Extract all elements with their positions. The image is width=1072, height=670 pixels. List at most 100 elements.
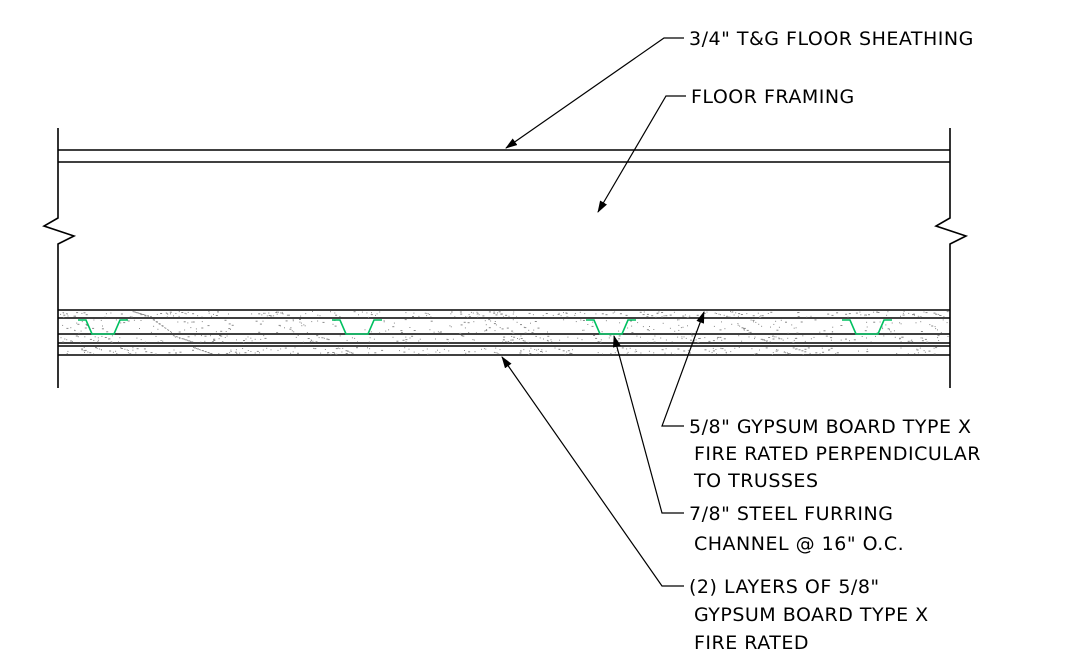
- stipple-dot: [158, 323, 161, 325]
- label-gypsum-double: (2) LAYERS OF 5/8" GYPSUM BOARD TYPE X F…: [689, 576, 928, 654]
- stipple-dot: [583, 329, 585, 331]
- stipple-dot: [230, 328, 231, 330]
- stipple-dot: [242, 348, 244, 349]
- stipple-dot: [649, 326, 650, 327]
- stipple-dot: [435, 351, 437, 353]
- label-line: CHANNEL @ 16" O.C.: [694, 533, 904, 555]
- stipple-dot: [405, 339, 408, 341]
- stipple-dot: [563, 319, 565, 321]
- stipple-dot: [656, 313, 658, 315]
- stipple-dot: [266, 347, 268, 349]
- stipple-dot: [891, 322, 893, 324]
- stipple-dot: [770, 311, 773, 313]
- stipple-dot: [778, 337, 780, 339]
- stipple-dot: [83, 350, 86, 352]
- stipple-dot: [911, 339, 913, 341]
- stipple-dot: [361, 311, 363, 313]
- stipple-dot: [916, 349, 919, 351]
- stipple-dot: [208, 311, 210, 312]
- stipple-dot: [327, 339, 330, 341]
- stipple-dot: [658, 311, 660, 313]
- stipple-dot: [536, 349, 538, 351]
- stipple-dot: [794, 337, 797, 339]
- stipple-dot: [477, 316, 479, 318]
- stipple-dot: [787, 337, 789, 339]
- stipple-dot: [626, 353, 628, 355]
- stipple-dot: [712, 350, 715, 352]
- stipple-dot: [276, 311, 278, 313]
- stipple-dot: [493, 351, 495, 353]
- stipple-dot: [439, 332, 441, 334]
- stipple-dot: [754, 338, 755, 340]
- stipple-dot: [687, 325, 688, 327]
- stipple-dot: [488, 311, 491, 313]
- stipple-dot: [713, 325, 715, 327]
- stipple-dot: [661, 316, 664, 318]
- stipple-dot: [759, 349, 760, 351]
- stipple-dot: [235, 349, 237, 351]
- stipple-dot: [529, 350, 530, 352]
- stipple-dot: [653, 329, 655, 330]
- stipple-dot: [769, 341, 771, 343]
- stipple-dot: [494, 330, 496, 332]
- stipple-dot: [115, 350, 117, 352]
- stipple-dot: [901, 336, 904, 338]
- stipple-dot: [935, 313, 938, 315]
- stipple-dot: [534, 349, 536, 350]
- stipple-dot: [836, 312, 839, 314]
- stipple-dot: [412, 316, 414, 318]
- stipple-dot: [793, 327, 795, 329]
- stipple-dot: [627, 327, 629, 329]
- stipple-dot: [435, 338, 436, 340]
- stipple-dot: [63, 312, 65, 314]
- stipple-dot: [110, 312, 112, 314]
- stipple-dot: [510, 339, 512, 341]
- stipple-dot: [495, 352, 497, 354]
- stipple-dot: [150, 352, 153, 354]
- stipple-dot: [682, 326, 684, 328]
- stipple-dot: [467, 322, 470, 324]
- stipple-dot: [717, 336, 720, 338]
- stipple-dot: [840, 325, 843, 326]
- stipple-dot: [646, 313, 649, 315]
- stipple-dot: [375, 314, 376, 316]
- stipple-dot: [733, 314, 735, 316]
- stipple-dot: [157, 328, 159, 330]
- stipple-dot: [429, 314, 431, 315]
- stipple-dot: [129, 316, 131, 318]
- stipple-dot: [124, 348, 126, 350]
- stipple-dot: [660, 337, 662, 339]
- stipple-dot: [696, 314, 699, 316]
- stipple-dot: [716, 313, 718, 314]
- stipple-dot: [138, 312, 140, 314]
- stipple-dot: [275, 312, 278, 313]
- stipple-dot: [723, 314, 725, 316]
- stipple-dot: [165, 312, 167, 314]
- stipple-dot: [108, 338, 110, 340]
- stipple-dot: [511, 330, 514, 332]
- stipple-dot: [60, 313, 62, 315]
- stipple-dot: [933, 312, 936, 314]
- stipple-dot: [493, 311, 495, 313]
- stipple-dot: [468, 332, 470, 333]
- stipple-dot: [409, 337, 411, 339]
- leader-furring: [613, 335, 684, 514]
- stipple-dot: [200, 341, 202, 343]
- stipple-dot: [299, 319, 301, 320]
- stipple-dot: [939, 315, 942, 316]
- stipple-dot: [426, 312, 428, 314]
- stipple-dot: [350, 352, 352, 354]
- stipple-dot: [886, 314, 888, 316]
- stipple-dot: [465, 352, 467, 354]
- stipple-dot: [591, 325, 594, 327]
- stipple-dot: [688, 352, 691, 354]
- stipple-dot: [485, 329, 487, 331]
- stipple-dot: [575, 321, 577, 323]
- stipple-dot: [179, 338, 181, 340]
- stipple-dot: [887, 328, 890, 330]
- stipple-dot: [807, 347, 810, 349]
- stipple-dot: [213, 339, 215, 341]
- stipple-dot: [176, 336, 178, 338]
- stipple-dot: [639, 311, 642, 313]
- stipple-dot: [866, 337, 867, 339]
